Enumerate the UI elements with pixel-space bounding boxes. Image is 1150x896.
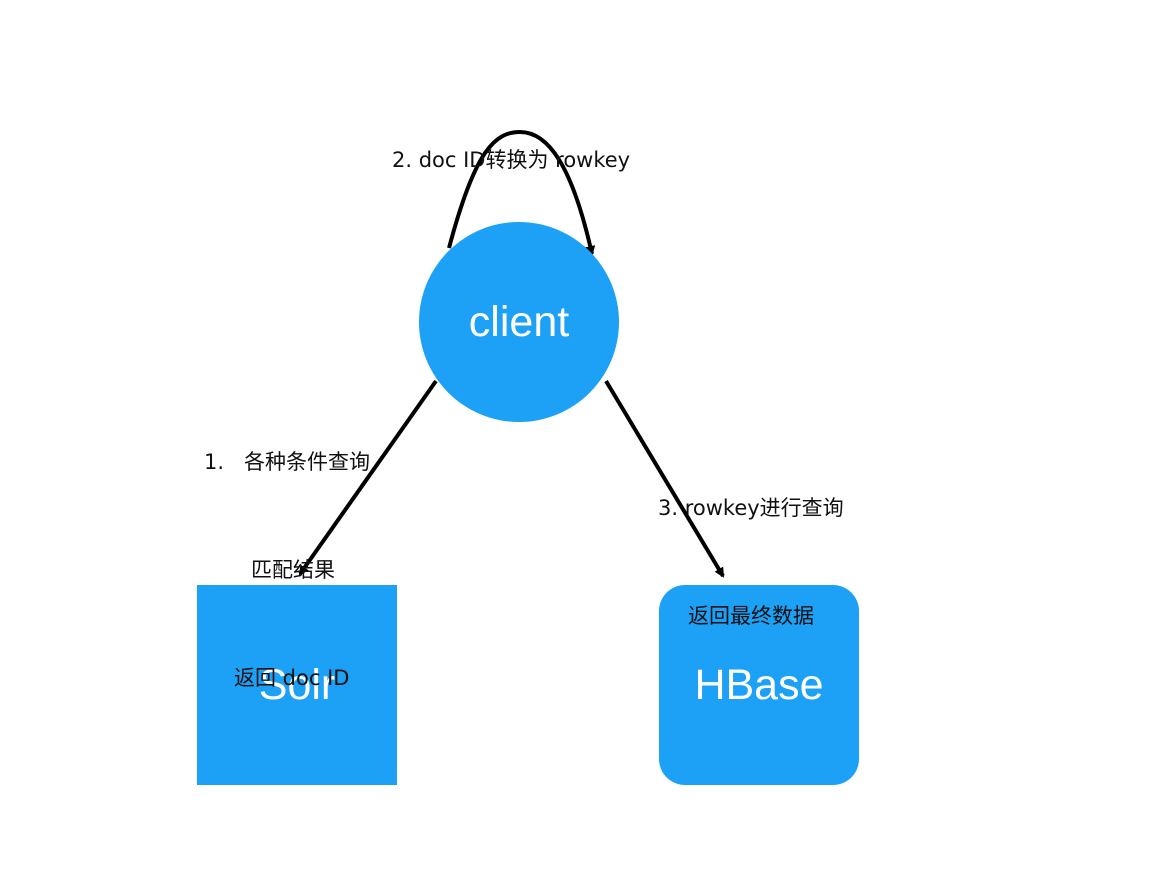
edge-client-self-loop — [447, 129, 596, 256]
edge-label-line: 匹配结果 — [251, 558, 335, 582]
edge-label-line: 3. rowkey进行查询 — [658, 496, 844, 520]
edge-label-line: 返回最终数据 — [688, 604, 814, 628]
edge-label-client-solr: 1. 各种条件查询 匹配结果 返回 doc ID — [204, 372, 370, 732]
edge-label-line: 1. 各种条件查询 — [204, 450, 371, 474]
node-client: client — [419, 222, 619, 422]
node-hbase: HBase — [659, 585, 859, 785]
edge-client-to-solr — [298, 379, 438, 576]
edge-client-to-hbase — [604, 379, 725, 578]
node-solr-label: Solr — [258, 660, 336, 709]
node-client-label: client — [468, 297, 570, 346]
edge-label-self-loop: 2. doc ID转换为 rowkey — [392, 70, 630, 214]
node-solr: Solr — [197, 585, 397, 785]
node-hbase-label: HBase — [694, 660, 824, 709]
edge-label-line: 返回 doc ID — [234, 666, 350, 690]
edge-label-client-hbase: 3. rowkey进行查询 返回最终数据 — [658, 418, 844, 670]
edge-label-line: 2. doc ID转换为 rowkey — [392, 148, 631, 172]
